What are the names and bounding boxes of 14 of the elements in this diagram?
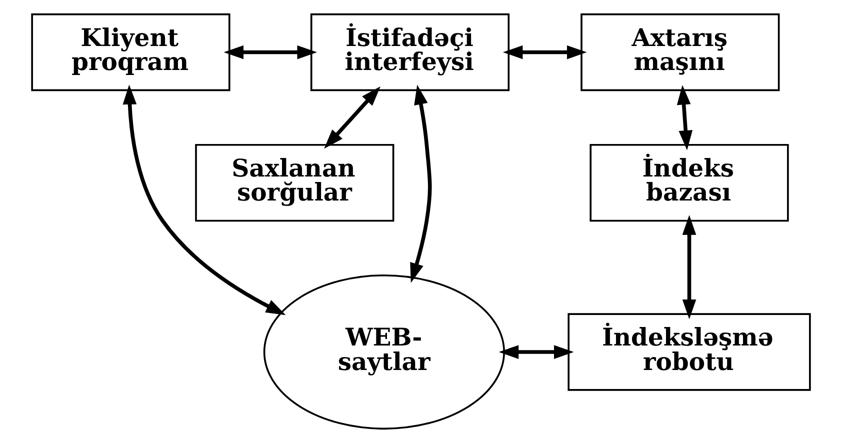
arrow (498, 345, 574, 359)
arrow (122, 84, 286, 316)
node-box: İstifadəçi interfeysi (310, 13, 510, 92)
node-box: Kliyent proqram (30, 13, 230, 92)
arrow (676, 84, 692, 150)
arrow (223, 45, 316, 60)
node-box: Axtarış maşını (580, 13, 780, 92)
arrow (502, 45, 586, 60)
node-box: Saxlanan sorğular (194, 144, 394, 222)
arrow (324, 86, 380, 149)
node-box: İndeksləşmə robotu (567, 313, 810, 391)
node-box: İndeks bazası (589, 144, 788, 222)
arrow (410, 84, 432, 283)
arrow (682, 215, 696, 320)
